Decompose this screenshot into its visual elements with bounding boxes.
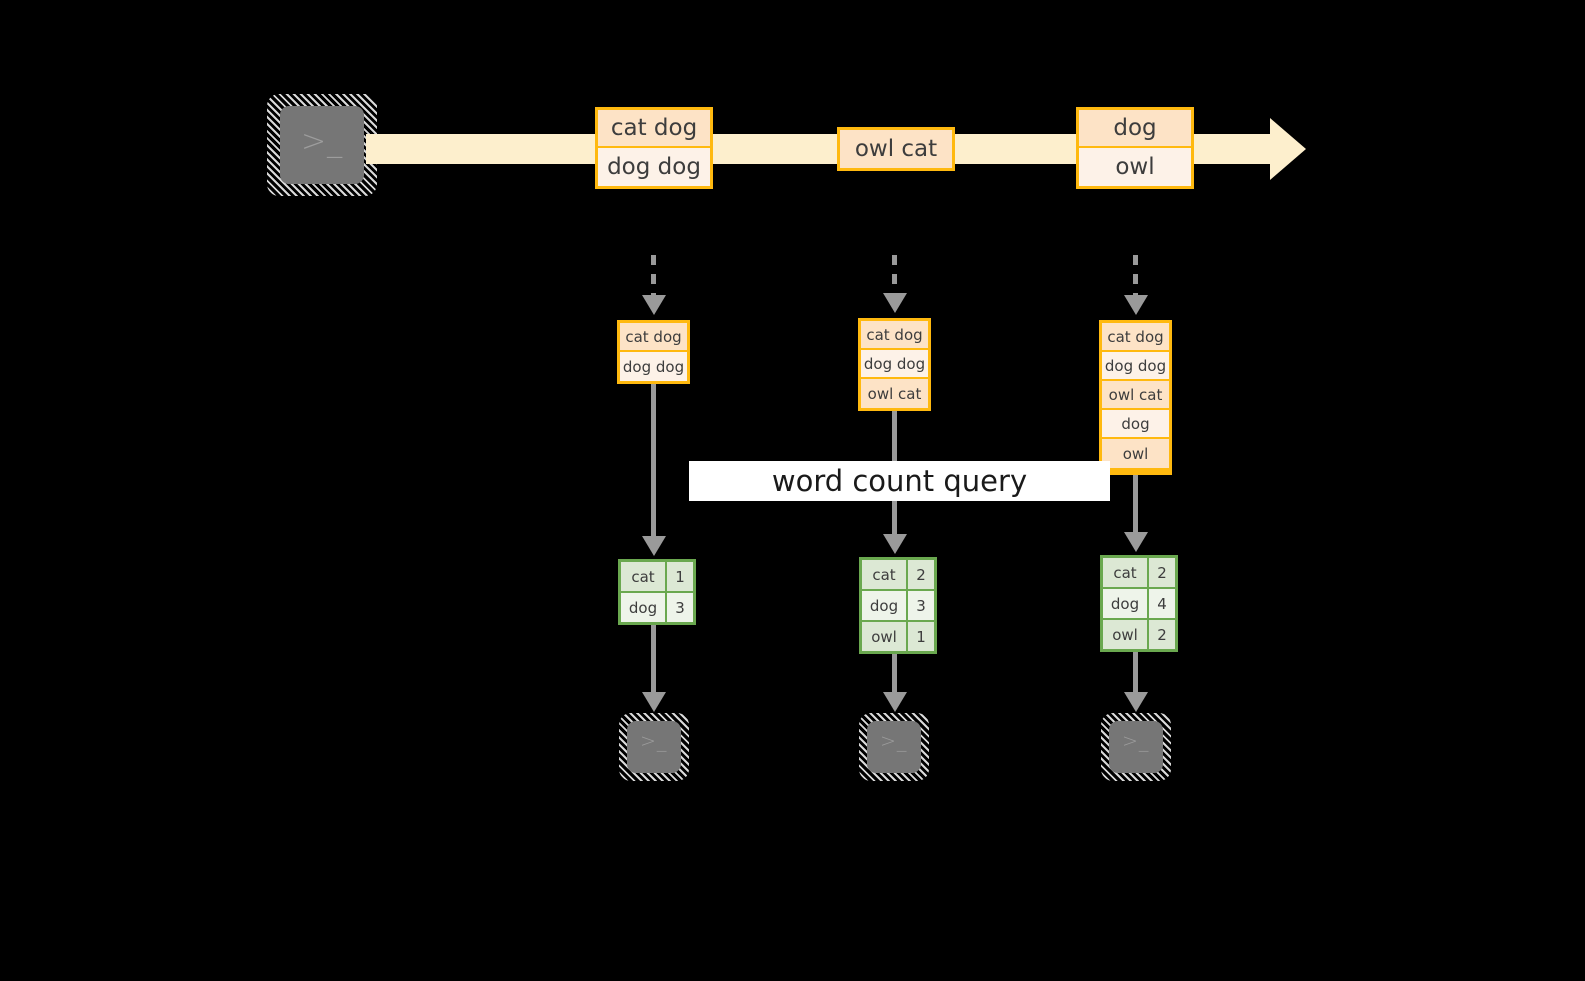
result-delivery-line xyxy=(1133,648,1138,696)
result-word: dog xyxy=(621,593,667,622)
snapshot-tap-arrowhead xyxy=(1124,295,1148,315)
record-line: dog xyxy=(1079,110,1191,148)
stream-event-record: owl cat xyxy=(837,127,955,171)
terminal-body xyxy=(1109,721,1163,773)
query-flow-arrowhead xyxy=(1124,532,1148,552)
query-flow-line xyxy=(1133,475,1138,536)
snapshot-record: dog dog xyxy=(620,352,687,381)
snapshot-record: dog xyxy=(1102,410,1169,439)
result-count: 1 xyxy=(667,562,693,591)
record-line: cat dog xyxy=(598,110,710,148)
terminal-prompt-glyph: >_ xyxy=(301,124,344,159)
result-count: 2 xyxy=(1149,620,1175,649)
snapshot-tap-dashed-line xyxy=(892,255,897,298)
result-count: 2 xyxy=(1149,558,1175,587)
producer-terminal-icon: >_ xyxy=(267,94,377,196)
result-word: dog xyxy=(862,591,908,620)
snapshot-record: owl xyxy=(1102,439,1169,468)
snapshot-record-stack: cat dog dog dog xyxy=(617,320,690,384)
result-word: dog xyxy=(1103,589,1149,618)
record-line: owl xyxy=(1079,148,1191,186)
result-delivery-arrowhead xyxy=(883,692,907,712)
result-row: dog 4 xyxy=(1103,589,1175,620)
result-word: cat xyxy=(862,560,908,589)
result-count: 2 xyxy=(908,560,934,589)
terminal-body xyxy=(627,721,681,773)
result-row: owl 2 xyxy=(1103,620,1175,649)
result-row: dog 3 xyxy=(621,593,693,622)
snapshot-record: cat dog xyxy=(1102,323,1169,352)
result-row: cat 1 xyxy=(621,562,693,593)
snapshot-record: dog dog xyxy=(861,350,928,379)
snapshot-record: cat dog xyxy=(861,321,928,350)
result-delivery-arrowhead xyxy=(1124,692,1148,712)
result-count: 1 xyxy=(908,622,934,651)
terminal-body xyxy=(867,721,921,773)
query-label-text: word count query xyxy=(771,464,1028,498)
stream-event-record: cat dog dog dog xyxy=(595,107,713,189)
query-label-banner: word count query xyxy=(689,461,1110,501)
snapshot-record-stack: cat dog dog dog owl cat dog owl xyxy=(1099,320,1172,475)
result-count: 3 xyxy=(667,593,693,622)
event-stream-arrowhead xyxy=(1270,118,1306,180)
query-flow-arrowhead xyxy=(883,534,907,554)
result-row: dog 3 xyxy=(862,591,934,622)
result-word: cat xyxy=(1103,558,1149,587)
consumer-terminal-icon: >_ xyxy=(1101,713,1171,781)
word-count-result-table: cat 2 dog 4 owl 2 xyxy=(1100,555,1178,652)
record-line: owl cat xyxy=(840,130,952,168)
snapshot-tap-dashed-line xyxy=(1133,255,1138,300)
snapshot-tap-arrowhead xyxy=(642,295,666,315)
result-word: owl xyxy=(1103,620,1149,649)
result-word: owl xyxy=(862,622,908,651)
snapshot-record: cat dog xyxy=(620,323,687,352)
snapshot-tap-arrowhead xyxy=(883,293,907,313)
result-row: cat 2 xyxy=(1103,558,1175,589)
snapshot-record: dog dog xyxy=(1102,352,1169,381)
consumer-terminal-icon: >_ xyxy=(619,713,689,781)
snapshot-record-stack: cat dog dog dog owl cat xyxy=(858,318,931,411)
query-flow-arrowhead xyxy=(642,536,666,556)
terminal-prompt-glyph: >_ xyxy=(880,730,908,752)
result-delivery-arrowhead xyxy=(642,692,666,712)
terminal-body xyxy=(280,106,364,184)
snapshot-record: owl cat xyxy=(861,379,928,408)
result-count: 3 xyxy=(908,591,934,620)
snapshot-record: owl cat xyxy=(1102,381,1169,410)
result-delivery-line xyxy=(892,650,897,696)
terminal-prompt-glyph: >_ xyxy=(640,730,668,752)
result-count: 4 xyxy=(1149,589,1175,618)
result-delivery-line xyxy=(651,620,656,696)
query-flow-line xyxy=(651,384,656,540)
word-count-result-table: cat 2 dog 3 owl 1 xyxy=(859,557,937,654)
consumer-terminal-icon: >_ xyxy=(859,713,929,781)
word-count-result-table: cat 1 dog 3 xyxy=(618,559,696,625)
snapshot-tap-dashed-line xyxy=(651,255,656,300)
record-line: dog dog xyxy=(598,148,710,186)
result-word: cat xyxy=(621,562,667,591)
result-row: owl 1 xyxy=(862,622,934,651)
terminal-prompt-glyph: >_ xyxy=(1122,730,1150,752)
stream-event-record: dog owl xyxy=(1076,107,1194,189)
result-row: cat 2 xyxy=(862,560,934,591)
